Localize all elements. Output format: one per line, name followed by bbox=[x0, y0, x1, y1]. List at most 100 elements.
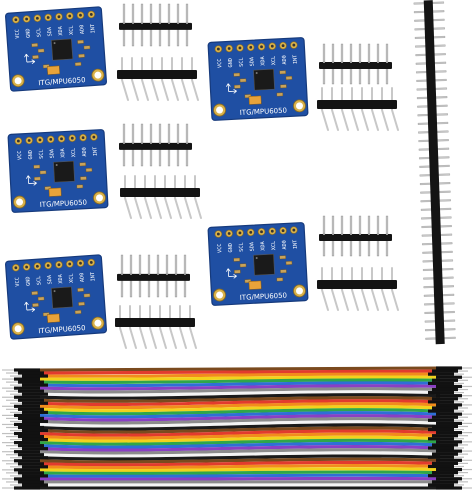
ribbon-wire bbox=[39, 420, 441, 428]
pin-label: INT bbox=[92, 146, 98, 156]
smd-part bbox=[276, 92, 284, 97]
dupont-pin bbox=[462, 413, 472, 415]
ribbon-wire bbox=[39, 414, 441, 422]
ribbon-wire bbox=[39, 432, 441, 440]
dupont-pin bbox=[458, 453, 468, 455]
mount-hole-center bbox=[16, 198, 24, 206]
ribbon-wire bbox=[39, 460, 441, 467]
pin-label: VCC bbox=[217, 58, 223, 68]
dupont-pin bbox=[454, 410, 464, 412]
ribbon-wire bbox=[39, 399, 441, 407]
header-plastic bbox=[117, 273, 190, 281]
dupont-connector bbox=[18, 371, 44, 375]
chip bbox=[53, 160, 75, 183]
dupont-pin bbox=[462, 450, 472, 452]
ribbon-wire bbox=[39, 390, 441, 397]
pin-label: VCC bbox=[17, 150, 23, 160]
header-pin bbox=[361, 87, 369, 131]
dupont-connector bbox=[436, 366, 462, 370]
mount-hole-center bbox=[216, 106, 224, 114]
dupont-connector bbox=[428, 437, 454, 441]
ribbon-wire bbox=[39, 381, 441, 388]
dupont-pin bbox=[462, 422, 472, 424]
dupont-connector bbox=[428, 474, 454, 478]
header-pin bbox=[371, 87, 379, 131]
dupont-connector bbox=[18, 434, 44, 439]
header-pin bbox=[144, 175, 152, 219]
dupont-pin bbox=[458, 379, 468, 381]
dupont-connector bbox=[18, 444, 44, 448]
dupont-connector bbox=[22, 410, 48, 414]
pin-label: SCL bbox=[238, 242, 244, 252]
dupont-pin bbox=[454, 484, 464, 486]
dupont-connector bbox=[14, 422, 40, 427]
pin-label: AD0 bbox=[79, 25, 86, 35]
dupont-connector bbox=[18, 398, 44, 402]
dupont-connector bbox=[18, 462, 44, 466]
dupont-connector bbox=[432, 424, 458, 429]
header-pin bbox=[189, 305, 197, 349]
pad-hole bbox=[70, 136, 74, 140]
ribbon-wire bbox=[39, 387, 441, 394]
dupont-connector bbox=[14, 377, 40, 381]
pad-hole bbox=[38, 138, 42, 142]
dupont-connector bbox=[22, 392, 48, 396]
pad-hole bbox=[249, 230, 253, 234]
header-pin bbox=[184, 175, 192, 219]
dupont-connector bbox=[432, 415, 458, 419]
pin-label: SDA bbox=[249, 56, 256, 67]
dupont-connector bbox=[428, 409, 454, 413]
pad-hole bbox=[79, 261, 82, 265]
dupont-pin bbox=[10, 448, 22, 450]
chip-dot bbox=[53, 42, 56, 45]
pad-hole bbox=[68, 14, 72, 18]
straight-pin-header bbox=[119, 3, 192, 47]
dupont-connector bbox=[14, 450, 40, 454]
header-plastic bbox=[115, 318, 195, 327]
dupont-pin bbox=[6, 454, 18, 456]
smd-part bbox=[37, 48, 45, 53]
pad-hole bbox=[25, 265, 29, 269]
pad-hole bbox=[57, 15, 61, 19]
pin-label: XDA bbox=[260, 55, 267, 66]
dupont-pin bbox=[462, 441, 472, 443]
pad-hole bbox=[238, 46, 242, 50]
smd-part bbox=[77, 287, 84, 292]
dupont-connector bbox=[18, 407, 44, 411]
pin-shine bbox=[184, 272, 186, 275]
pin-shine bbox=[323, 233, 325, 235]
dupont-connector bbox=[14, 431, 40, 436]
dupont-connector bbox=[428, 446, 454, 450]
right-angle-pin-header bbox=[117, 57, 199, 101]
pin-label: VCC bbox=[217, 243, 223, 253]
ribbon-wire bbox=[39, 429, 441, 437]
axis-arrow bbox=[26, 307, 36, 313]
header-pin bbox=[191, 57, 199, 101]
ribbon-wire bbox=[39, 451, 441, 458]
mount-hole-center bbox=[94, 319, 102, 327]
pin-shine bbox=[368, 233, 370, 235]
dupont-pin bbox=[462, 367, 472, 369]
mount-hole-center bbox=[14, 77, 22, 85]
dupont-pin bbox=[2, 369, 14, 371]
dupont-pin bbox=[458, 435, 468, 437]
dupont-connector bbox=[428, 400, 454, 404]
mount-hole-center bbox=[94, 71, 102, 79]
pin-shine bbox=[157, 272, 159, 275]
dupont-connector bbox=[18, 471, 44, 475]
ribbon-wire bbox=[39, 448, 441, 455]
dupont-connector bbox=[22, 383, 48, 387]
pin-label: SCL bbox=[36, 28, 43, 38]
breakaway-header-strip bbox=[413, 0, 456, 345]
ribbon-wire bbox=[39, 464, 441, 470]
header-pin bbox=[351, 267, 359, 311]
header-pin bbox=[169, 305, 177, 349]
pin-shine bbox=[123, 21, 125, 24]
dupont-connector bbox=[14, 386, 40, 390]
dupont-pin bbox=[10, 375, 22, 377]
pin-label: GND bbox=[25, 276, 32, 286]
ribbon-wire bbox=[39, 402, 441, 410]
regulator bbox=[248, 95, 262, 105]
dupont-connector bbox=[22, 437, 48, 442]
